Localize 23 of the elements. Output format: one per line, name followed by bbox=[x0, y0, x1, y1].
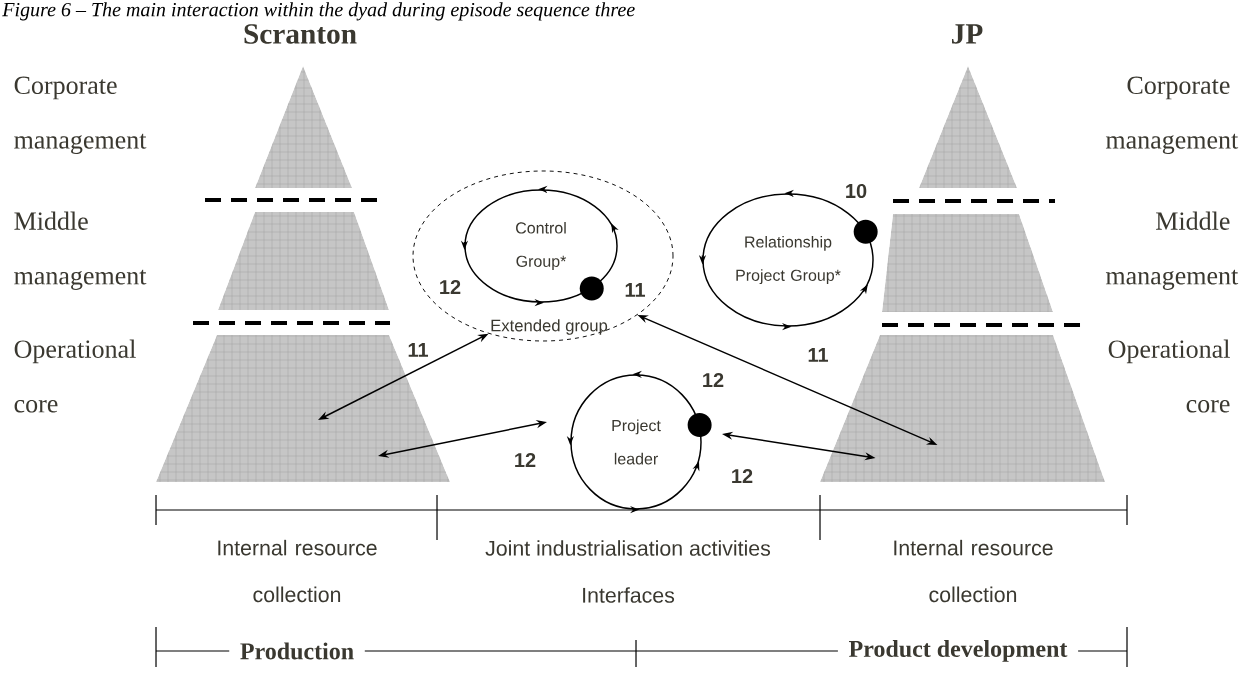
zone-label: Joint industrialisation activities bbox=[485, 540, 771, 556]
level-label: Corporate management bbox=[1105, 76, 1239, 155]
pyramid-level bbox=[882, 214, 1053, 312]
pyramid-level bbox=[255, 66, 352, 188]
pyramid-level bbox=[218, 212, 389, 310]
edge-label: 12 bbox=[512, 451, 538, 469]
zone-label: Internal resource collection bbox=[894, 539, 1053, 603]
pyramid-level bbox=[919, 66, 1017, 188]
pyramid-level bbox=[156, 335, 450, 482]
function-label: Product development bbox=[837, 638, 1079, 664]
zone-label: Interfaces bbox=[583, 587, 675, 603]
edge-label: 11 bbox=[406, 341, 430, 359]
level-label: Corporate management bbox=[14, 76, 147, 155]
level-label: Middle management bbox=[1105, 211, 1239, 290]
figure-title: Figure 6 – The main interaction within the dyad during episode sequence three bbox=[2, 2, 635, 21]
number-label: 12 bbox=[440, 280, 461, 294]
zone-label: Internal resource collection bbox=[218, 539, 377, 603]
edge-label: 12 bbox=[729, 467, 755, 485]
function-label: Production bbox=[229, 641, 365, 661]
number-label: 12 bbox=[703, 373, 724, 387]
level-label: Middle management bbox=[14, 211, 147, 290]
edge-label: 11 bbox=[806, 346, 830, 364]
number-label: 11 bbox=[625, 283, 645, 297]
